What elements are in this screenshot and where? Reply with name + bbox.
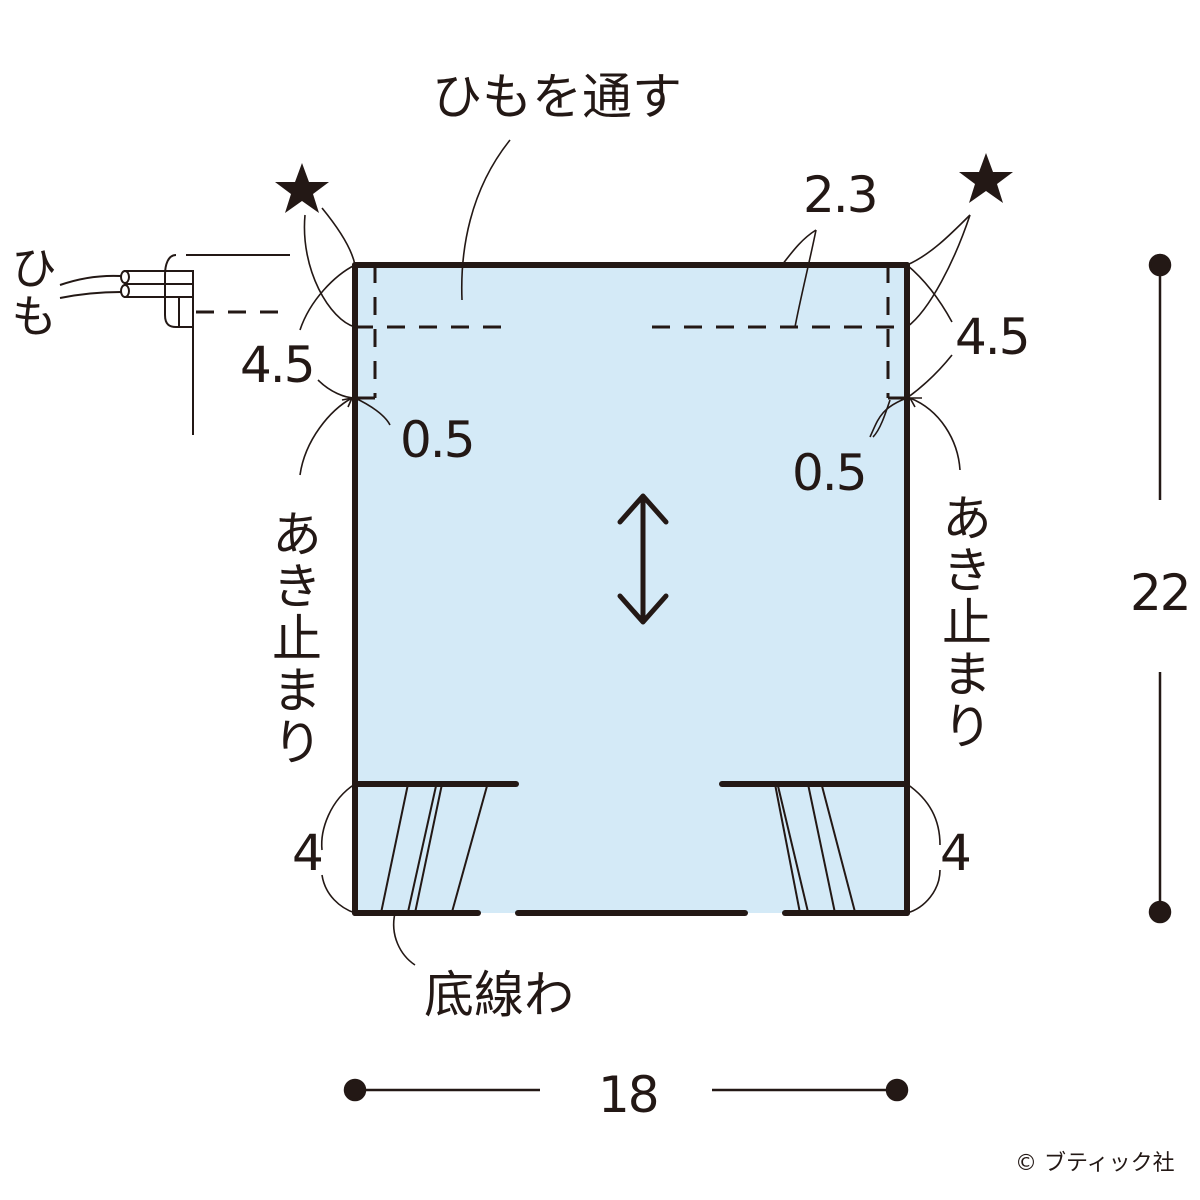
dimension-lines bbox=[343, 253, 1172, 1102]
dim-small-left: 0.5 bbox=[400, 411, 476, 469]
height-dimension: 22 bbox=[1130, 564, 1192, 622]
leader-lines bbox=[299, 139, 971, 966]
channel-stitch-lines bbox=[196, 265, 907, 398]
opening-end-right: あき止まり bbox=[934, 492, 992, 752]
pattern-outline bbox=[352, 262, 910, 916]
dim-top-left: 4.5 bbox=[240, 336, 316, 394]
copyright-notice: © ブティック社 bbox=[1015, 1151, 1175, 1176]
width-dimension: 18 bbox=[598, 1066, 660, 1124]
grain-line-arrow bbox=[617, 493, 669, 625]
fold-line-label: 底線わ bbox=[424, 966, 574, 1024]
dim-bottom-left: 4 bbox=[292, 824, 324, 882]
dim-top-right: 4.5 bbox=[955, 308, 1031, 366]
star-icon-right bbox=[959, 153, 1013, 203]
thread-string-label: ひもを通す bbox=[432, 68, 682, 126]
opening-end-left: あき止まり bbox=[264, 508, 322, 768]
star-marks bbox=[275, 153, 1013, 213]
star-icon-left bbox=[275, 163, 329, 213]
string-illustration bbox=[59, 254, 290, 435]
gusset-lines bbox=[380, 783, 856, 914]
fabric-panel bbox=[355, 265, 907, 913]
dim-bottom-right: 4 bbox=[940, 824, 972, 882]
dim-small-right: 0.5 bbox=[792, 444, 868, 502]
dim-channel: 2.3 bbox=[803, 166, 879, 224]
string-label: ひも bbox=[4, 244, 58, 340]
